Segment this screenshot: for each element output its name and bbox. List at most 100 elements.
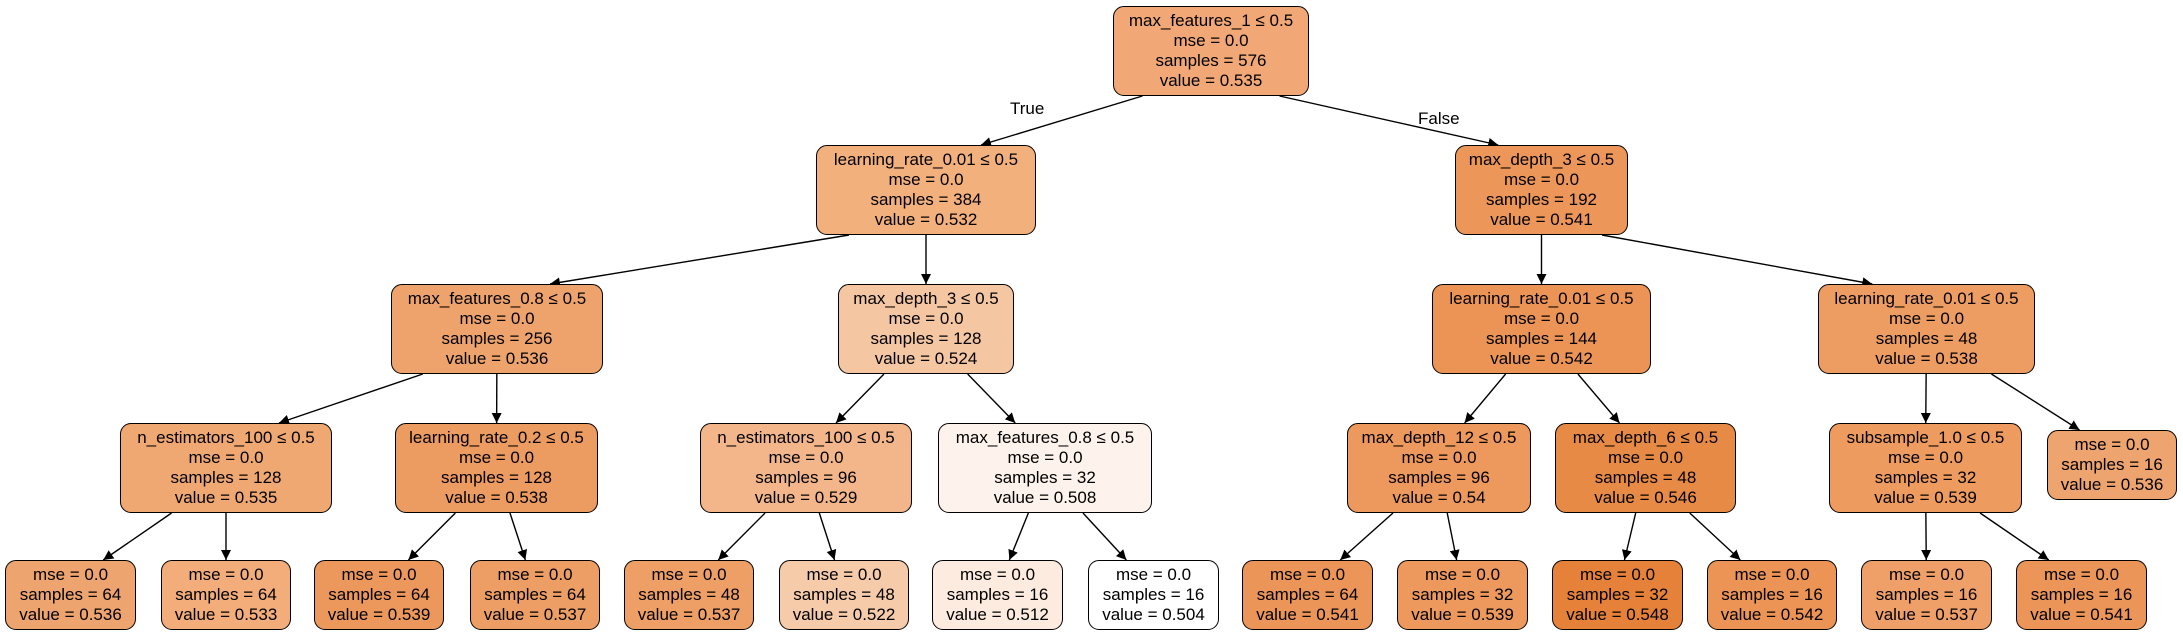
false-branch-label: False [1418, 109, 1460, 128]
node-text-line: samples = 128 [870, 329, 982, 348]
node-text-line: samples = 16 [1102, 585, 1205, 604]
tree-edge-n11-n24 [1446, 512, 1460, 561]
node-text-line: mse = 0.0 [1173, 31, 1249, 50]
node-text-line: samples = 64 [175, 585, 277, 604]
node-text-line: value = 0.508 [993, 488, 1097, 507]
node-text-line: value = 0.522 [792, 605, 896, 624]
node-text-line: max_features_0.8 ≤ 0.5 [955, 428, 1135, 447]
node-text-line: subsample_1.0 ≤ 0.5 [1846, 428, 2005, 447]
node-text-line: samples = 256 [441, 329, 553, 348]
node-text-line: learning_rate_0.01 ≤ 0.5 [833, 150, 1019, 169]
node-text-line: learning_rate_0.01 ≤ 0.5 [1834, 289, 2019, 308]
node-text-line: value = 0.536 [445, 349, 549, 368]
tree-edge-n13-n28 [1979, 512, 2050, 561]
node-text-line: mse = 0.0 [888, 170, 964, 189]
node-text-line: samples = 64 [19, 585, 122, 604]
node-text-line: samples = 16 [2030, 585, 2133, 604]
tree-edge-n5-n12 [1577, 373, 1621, 424]
node-text-line: n_estimators_100 ≤ 0.5 [137, 428, 315, 447]
node-text-line: max_features_0.8 ≤ 0.5 [407, 289, 587, 308]
tree-edge-n9-n20 [818, 512, 837, 561]
tree-edge-n5-n11 [1464, 373, 1507, 424]
node-text-line: mse = 0.0 [1887, 448, 1964, 467]
node-text-line: samples = 32 [1566, 585, 1669, 604]
node-text-line: value = 0.536 [19, 605, 122, 624]
node-text-line: learning_rate_0.2 ≤ 0.5 [409, 428, 584, 447]
node-text-line: samples = 576 [1155, 51, 1267, 70]
node-text-line: value = 0.504 [1102, 605, 1205, 624]
node-text-line: mse = 0.0 [1401, 448, 1477, 467]
node-text-line: mse = 0.0 [2074, 435, 2150, 454]
tree-edge-n8-n17 [407, 512, 456, 561]
node-text-line: mse = 0.0 [2043, 565, 2120, 584]
tree-edge-n4-n9 [835, 373, 885, 424]
node-text-line: value = 0.538 [445, 488, 548, 507]
node-text-line: mse = 0.0 [806, 565, 882, 584]
node-text-line: samples = 16 [1875, 585, 1978, 604]
node-text-line: mse = 0.0 [1269, 565, 1346, 584]
node-text-line: value = 0.542 [1720, 605, 1824, 624]
node-text-line: mse = 0.0 [1424, 565, 1501, 584]
tree-edge-n12-n26 [1689, 512, 1741, 561]
node-text-line: mse = 0.0 [888, 309, 964, 328]
node-text-line: mse = 0.0 [651, 565, 727, 584]
node-text-line: value = 0.542 [1490, 349, 1593, 368]
node-text-line: max_depth_3 ≤ 0.5 [853, 289, 999, 308]
node-text-line: value = 0.512 [946, 605, 1049, 624]
node-text-line: value = 0.537 [1875, 605, 1978, 624]
node-text-line: value = 0.535 [174, 488, 278, 507]
node-text-line: mse = 0.0 [1888, 565, 1965, 584]
node-text-line: value = 0.541 [2030, 605, 2133, 624]
node-text-line: samples = 48 [1875, 329, 1978, 348]
node-text-line: samples = 64 [328, 585, 430, 604]
node-text-line: value = 0.536 [2060, 475, 2164, 494]
node-text-line: max_features_1 ≤ 0.5 [1128, 11, 1294, 30]
tree-edge-n4-n10 [967, 373, 1016, 424]
node-text-line: samples = 16 [946, 585, 1049, 604]
node-text-line: mse = 0.0 [341, 565, 417, 584]
node-text-line: value = 0.539 [1874, 488, 1977, 507]
node-text-line: value = 0.533 [174, 605, 278, 624]
node-text-line: mse = 0.0 [497, 565, 573, 584]
tree-edge-n10-n22 [1082, 512, 1127, 561]
node-text-line: learning_rate_0.01 ≤ 0.5 [1449, 289, 1634, 308]
node-text-line: samples = 32 [994, 468, 1096, 487]
node-text-line: samples = 64 [1256, 585, 1359, 604]
node-text-line: value = 0.535 [1159, 71, 1263, 90]
tree-edge-n0-n2 [1279, 95, 1499, 148]
node-text-line: mse = 0.0 [1503, 309, 1580, 328]
node-text-line: value = 0.537 [483, 605, 587, 624]
node-text-line: mse = 0.0 [1888, 309, 1965, 328]
node-text-line: samples = 384 [870, 190, 982, 209]
node-text-line: samples = 144 [1485, 329, 1598, 348]
node-text-line: value = 0.541 [1490, 210, 1593, 229]
node-text-line: value = 0.54 [1392, 488, 1486, 507]
node-text-line: samples = 32 [1874, 468, 1977, 487]
node-text-line: value = 0.541 [1256, 605, 1359, 624]
node-text-line: mse = 0.0 [458, 448, 535, 467]
node-text-line: samples = 16 [2061, 455, 2163, 474]
node-text-line: value = 0.529 [754, 488, 858, 507]
node-text-line: max_depth_3 ≤ 0.5 [1468, 150, 1615, 169]
tree-edge-n9-n19 [717, 512, 766, 561]
node-text-line: mse = 0.0 [1503, 170, 1580, 189]
tree-edge-n0-n1 [980, 95, 1143, 147]
node-text-line: value = 0.532 [874, 210, 978, 229]
